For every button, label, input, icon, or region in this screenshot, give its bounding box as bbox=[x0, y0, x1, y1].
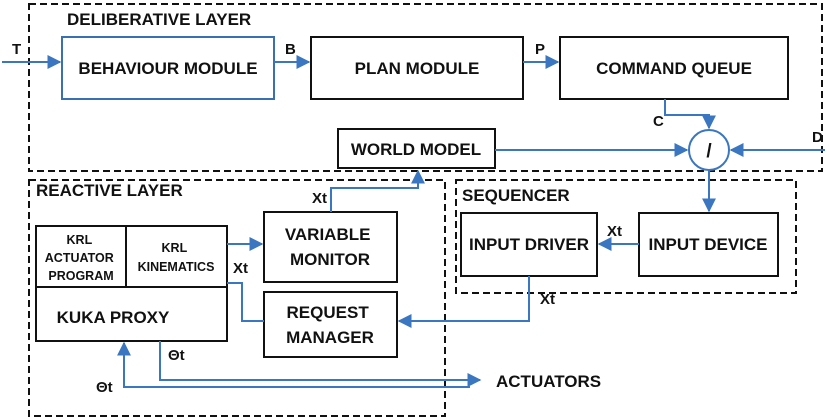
reactive-layer-region bbox=[28, 179, 446, 417]
signal-p-label: P bbox=[535, 41, 545, 58]
actuators-label: ACTUATORS bbox=[496, 372, 601, 391]
signal-xt-monitor-label: Xt bbox=[312, 190, 327, 207]
input-device-box bbox=[638, 212, 779, 277]
command-queue-box bbox=[559, 36, 789, 100]
behaviour-module-box bbox=[61, 36, 275, 100]
actuators-feedback-arrow bbox=[117, 341, 470, 388]
variable-monitor-box bbox=[263, 211, 398, 283]
request-manager-box bbox=[263, 291, 398, 358]
monitor-to-world-model-arrow bbox=[330, 169, 425, 212]
signal-xt-driver-label: Xt bbox=[540, 291, 555, 308]
request-manager-to-kuka-proxy-line bbox=[227, 282, 264, 322]
sequencer-title: SEQUENCER bbox=[462, 186, 570, 205]
input-driver-box bbox=[460, 212, 598, 277]
behaviour-module-label: BEHAVIOUR MODULE bbox=[78, 59, 257, 78]
queue-to-operator-arrow bbox=[664, 99, 716, 130]
request-manager-label: REQUEST MANAGER bbox=[286, 303, 374, 347]
signal-d-label: D bbox=[812, 129, 823, 146]
reactive-layer-title: REACTIVE LAYER bbox=[36, 181, 183, 200]
signal-theta-in-label: Θt bbox=[96, 379, 113, 396]
kuka-proxy-to-actuators-arrow bbox=[159, 341, 482, 387]
krl-actuator-program-label: KRL ACTUATOR PROGRAM bbox=[45, 233, 117, 283]
plan-module-label: PLAN MODULE bbox=[355, 59, 480, 78]
variable-monitor-label: VARIABLE MONITOR bbox=[285, 225, 375, 269]
kuka-proxy-label: KUKA PROXY bbox=[57, 308, 170, 327]
division-operator-symbol: / bbox=[706, 141, 712, 162]
command-queue-label: COMMAND QUEUE bbox=[596, 59, 752, 78]
world-model-box bbox=[337, 128, 496, 169]
signal-xt-kinematics-label: Xt bbox=[233, 260, 248, 277]
kuka-proxy-box bbox=[35, 225, 228, 342]
input-device-label: INPUT DEVICE bbox=[648, 235, 767, 254]
sequencer-region bbox=[455, 179, 797, 294]
input-driver-to-request-manager-arrow bbox=[397, 276, 530, 328]
signal-xt-device-label: Xt bbox=[607, 223, 622, 240]
deliberative-layer-title: DELIBERATIVE LAYER bbox=[67, 10, 251, 29]
signal-theta-out-label: Θt bbox=[168, 347, 185, 364]
krl-kinematics-label: KRL KINEMATICS bbox=[138, 241, 215, 274]
input-driver-label: INPUT DRIVER bbox=[469, 235, 589, 254]
signal-b-label: B bbox=[285, 41, 296, 58]
world-model-label: WORLD MODEL bbox=[351, 140, 481, 159]
signal-t-label: T bbox=[12, 41, 21, 58]
deliberative-layer-region bbox=[28, 3, 823, 172]
signal-c-label: C bbox=[653, 113, 664, 130]
plan-module-box bbox=[310, 36, 524, 100]
